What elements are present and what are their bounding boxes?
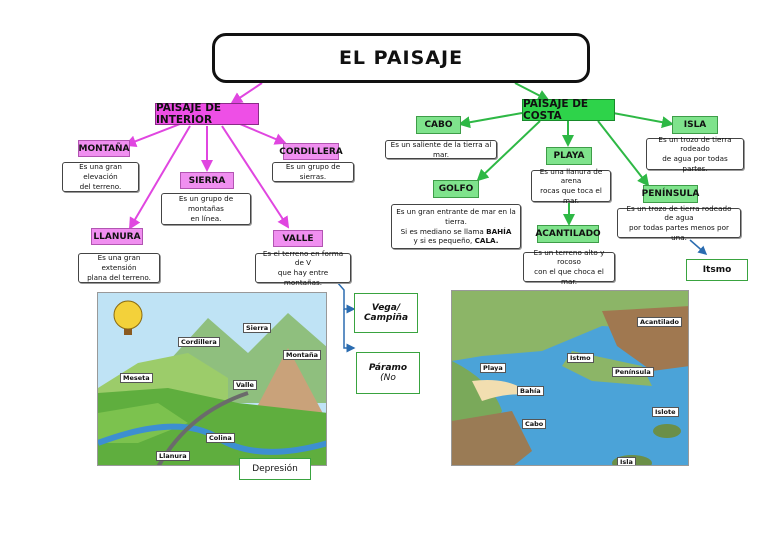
desc-golfo-line1: Es un gran entrante de mar en la tierra. <box>396 207 516 226</box>
picture-paisaje-interior: Sierra Cordillera Montaña Meseta Valle C… <box>97 292 327 466</box>
pic-label-bahia: Bahía <box>517 386 544 396</box>
desc-peninsula: Es un trozo de tierra rodeado de agua po… <box>617 204 741 242</box>
desc-llanura-line2: plana del terreno. <box>87 272 151 282</box>
desc-montana-line1: Es una gran elevación <box>79 162 122 182</box>
header-paisaje-costa: PAISAJE DE COSTA <box>522 98 615 122</box>
desc-golfo-line3-text: y si es pequeño, <box>413 236 473 246</box>
desc-acantilado-line1: Es un terreno alto y rocoso <box>533 247 605 267</box>
added-vega-line1: Vega/ <box>371 303 401 313</box>
desc-montana: Es una gran elevación del terreno. <box>62 162 139 192</box>
desc-playa: Es una llanura de arena rocas que toca e… <box>531 166 611 205</box>
label-playa: PLAYA <box>546 147 592 165</box>
added-depresion-text: Depresión <box>252 464 298 474</box>
pic-label-istmo: Istmo <box>567 353 594 363</box>
desc-valle-line2: que hay entre montañas. <box>277 268 329 287</box>
pic-label-valle: Valle <box>233 380 257 390</box>
added-box-itsmo: Itsmo <box>686 259 748 281</box>
added-box-paramo: Páramo (No <box>356 352 420 394</box>
pic-label-acantilado: Acantilado <box>637 317 682 327</box>
picture-paisaje-costa: Acantilado Istmo Playa Península Bahía I… <box>451 290 689 466</box>
added-box-vega: Vega/ Campiña <box>354 293 418 333</box>
desc-valle-line1: Es el terreno en forma de V <box>262 248 344 268</box>
label-cordillera: CORDILLERA <box>279 143 343 160</box>
desc-sierra-line1: Es un grupo de montañas <box>178 194 234 214</box>
label-sierra: SIERRA <box>180 172 234 189</box>
desc-playa-line2: rocas que toca el mar. <box>540 186 602 205</box>
label-montana: MONTAÑA <box>78 140 130 157</box>
desc-golfo-line3: y si es pequeño, CALA. <box>414 236 499 246</box>
added-box-depresion: Depresión <box>239 458 311 480</box>
desc-isla: Es un trozo de tierra rodeado de agua po… <box>646 134 744 173</box>
desc-llanura: Es una gran extensión plana del terreno. <box>78 253 160 283</box>
desc-montana-line2: del terreno. <box>79 181 122 191</box>
pic-label-colina: Colina <box>206 433 235 443</box>
label-acantilado: ACANTILADO <box>535 225 601 243</box>
pic-label-cabo: Cabo <box>522 419 547 429</box>
desc-golfo-cala: CALA. <box>474 236 499 246</box>
desc-golfo-line2-text: Si es mediano se llama <box>400 226 484 236</box>
label-peninsula: PENÍNSULA <box>642 185 699 203</box>
desc-acantilado: Es un terreno alto y rocoso con el que c… <box>523 248 615 286</box>
header-paisaje-interior: PAISAJE DE INTERIOR <box>155 102 259 126</box>
desc-golfo: Es un gran entrante de mar en la tierra.… <box>391 204 521 249</box>
desc-peninsula-line1: Es un trozo de tierra rodeado de agua <box>626 203 732 223</box>
label-cabo: CABO <box>416 116 461 134</box>
desc-peninsula-line2: por todas partes menos por una. <box>629 223 729 242</box>
added-itsmo-text: Itsmo <box>702 265 732 275</box>
pic-label-cordillera: Cordillera <box>178 337 220 347</box>
label-llanura: LLANURA <box>91 228 143 245</box>
desc-golfo-line2: Si es mediano se llama BAHÍA <box>401 227 512 237</box>
label-isla: ISLA <box>672 116 718 134</box>
desc-playa-line1: Es una llanura de arena <box>539 166 603 186</box>
desc-acantilado-line2: con el que choca el mar. <box>534 267 604 286</box>
pic-label-playa: Playa <box>480 363 506 373</box>
added-paramo-line1: Páramo <box>368 363 408 373</box>
desc-llanura-line1: Es una gran extensión <box>97 253 141 273</box>
desc-isla-line2: de agua por todas partes. <box>662 154 728 173</box>
desc-isla-line1: Es un trozo de tierra rodeado <box>658 134 732 154</box>
added-vega-line2: Campiña <box>363 313 409 323</box>
desc-golfo-bahia: BAHÍA <box>486 226 512 236</box>
pic-label-meseta: Meseta <box>120 373 153 383</box>
label-valle: VALLE <box>273 230 323 247</box>
pic-label-islote: Islote <box>652 407 679 417</box>
label-golfo: GOLFO <box>433 180 479 198</box>
pic-label-peninsula: Península <box>612 367 654 377</box>
desc-cordillera: Es un grupo de sierras. <box>272 162 354 182</box>
desc-valle: Es el terreno en forma de V que hay entr… <box>255 249 351 287</box>
pic-label-llanura: Llanura <box>156 451 190 461</box>
pic-label-sierra: Sierra <box>243 323 272 333</box>
desc-cabo: Es un saliente de la tierra al mar. <box>385 140 497 159</box>
page-title: EL PAISAJE <box>212 33 590 83</box>
desc-sierra: Es un grupo de montañas en línea. <box>161 193 251 225</box>
desc-sierra-line2: en línea. <box>190 213 222 223</box>
pic-label-montana: Montaña <box>283 350 322 360</box>
pic-label-isla: Isla <box>617 457 636 465</box>
added-paramo-line2: (No <box>380 373 396 383</box>
